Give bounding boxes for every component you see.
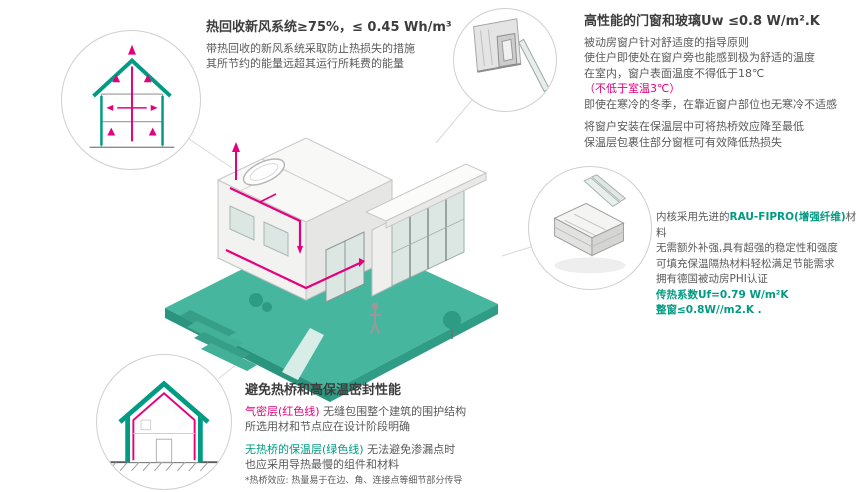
window-line1: 被动房窗户针对舒适度的指导原则 <box>584 35 749 49</box>
thermal-text-block: 避免热桥和高保温密封性能 气密层(红色线) 无缝包围整个建筑的围护结构 所选用材… <box>245 383 540 488</box>
isometric-passive-house-icon <box>165 137 498 402</box>
profile-line1: 内核采用先进的RAU-FIPRO(增强纤维)材料 <box>656 211 857 239</box>
window-line3-highlight: （不低于室温3℃） <box>584 82 681 96</box>
thermal-house-circle <box>96 354 232 490</box>
profile-line2: 无需额外补强,具有超强的稳定性和强度 <box>656 242 838 254</box>
thermal-p1-highlight: 气密层(红色线) <box>245 404 320 418</box>
window-line4: 即使在寒冷的冬季，在靠近窗户部位也无寒冷不适感 <box>584 97 837 111</box>
window-line6: 保温层包裹住部分窗框可有效降低热损失 <box>584 135 782 149</box>
window-line3: 在室内，窗户表面温度不得低于18℃（不低于室温3℃） <box>584 66 765 96</box>
hrv-line2: 其所节约的能量远超其运行所耗费的能量 <box>206 57 404 71</box>
window-corner-circle <box>453 8 557 112</box>
window-line2: 使住户即使处在窗户旁也能感到极为舒适的温度 <box>584 51 815 65</box>
thermal-title: 避免热桥和高保温密封性能 <box>245 383 402 398</box>
profile-line1-highlight: RAU-FIPRO(增强纤维) <box>729 211 846 223</box>
thermal-footnote: *热桥效应: 热量易于在边、角、连接点等细节部分传导 <box>245 475 463 486</box>
thermal-p2-line1: 无热桥的保温层(绿色线) 无法避免渗漏点时 <box>245 442 456 456</box>
thermal-p2-highlight: 无热桥的保温层(绿色线) <box>245 442 364 456</box>
window-title: 高性能的门窗和玻璃Uw ≤0.8 W/m².K <box>584 14 820 29</box>
frame-profile-circle <box>528 166 652 290</box>
profile-text-block: 内核采用先进的RAU-FIPRO(增强纤维)材料 无需额外补强,具有超强的稳定性… <box>656 210 864 319</box>
profile-line3: 可填充保温隔热材料轻松满足节能需求 <box>656 257 835 270</box>
thermal-p1-line2: 所选用材和节点应在设计阶段明确 <box>245 420 410 434</box>
window-line5: 将窗户安装在保温层中可将热桥效应降至最低 <box>584 120 804 134</box>
window-corner-detail-icon <box>473 18 550 93</box>
hrv-section-circle <box>61 30 201 170</box>
house-section-ventilation-icon <box>89 44 175 149</box>
window-frame-profile-icon <box>553 174 627 274</box>
hrv-text-block: 热回收新风系统≥75%，≤ 0.45 Wh/m³ 带热回收的新风系统采取防止热损… <box>206 20 461 72</box>
hrv-line1: 带热回收的新风系统采取防止热损失的措施 <box>206 41 415 55</box>
thermal-p1-line1: 气密层(红色线) 无缝包围整个建筑的围护结构 <box>245 404 467 418</box>
profile-line4: 拥有德国被动房PHI认证 <box>656 273 768 285</box>
profile-line6: 整窗≤0.8W//m2.K . <box>656 304 762 316</box>
profile-line5: 传热系数Uf=0.79 W/m²K <box>656 288 789 301</box>
thermal-p2-line2: 也应采用导热最慢的组件和材料 <box>245 458 399 472</box>
house-insulation-layers-icon <box>108 380 218 472</box>
hrv-title: 热回收新风系统≥75%，≤ 0.45 Wh/m³ <box>206 20 452 35</box>
window-text-block: 高性能的门窗和玻璃Uw ≤0.8 W/m².K 被动房窗户针对舒适度的指导原则 … <box>584 14 859 150</box>
